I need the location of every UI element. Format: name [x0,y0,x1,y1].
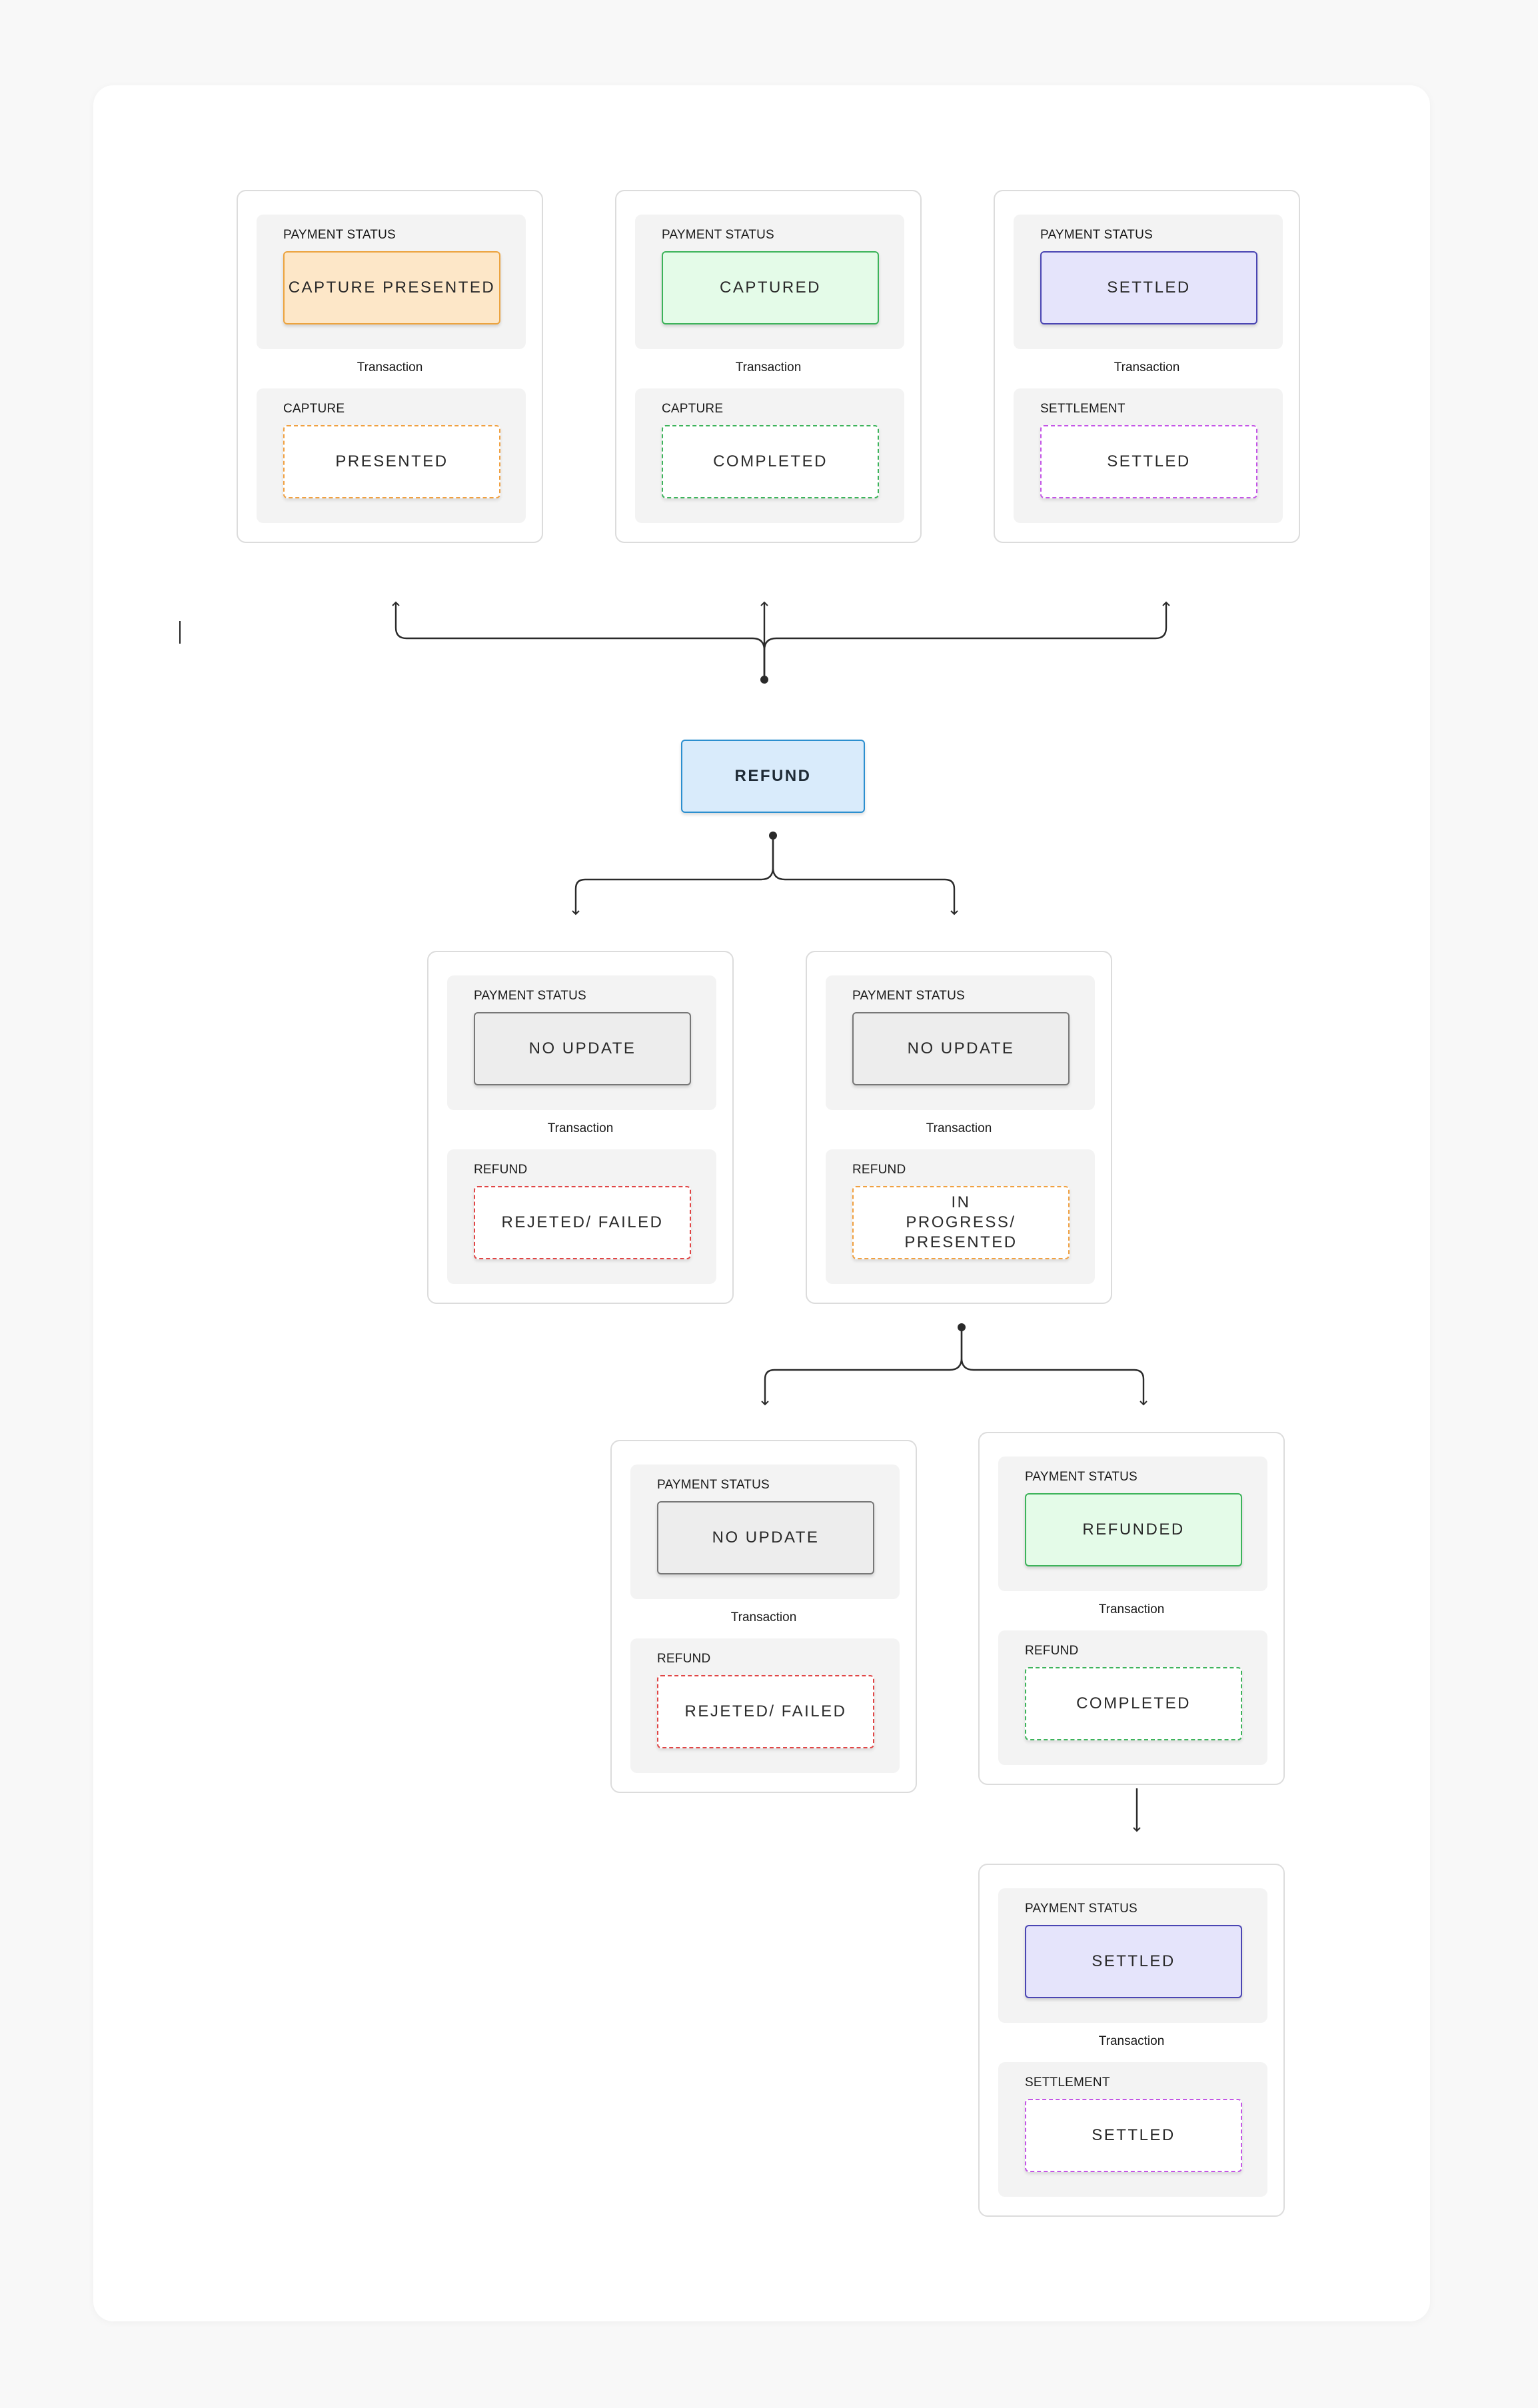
connector-dot-top [760,676,768,684]
capture-status-box[interactable]: COMPLETED [662,425,879,498]
payment-status-panel: PAYMENT STATUS SETTLED [998,1888,1267,2023]
payment-status-label: PAYMENT STATUS [1040,228,1153,242]
payment-status-box[interactable]: CAPTURED [662,251,879,324]
settlement-status-box[interactable]: SETTLED [1025,2099,1242,2172]
refund-label: REFUND [657,1652,711,1666]
payment-status-label: PAYMENT STATUS [1025,1470,1138,1484]
capture-panel: CAPTURE PRESENTED [257,388,526,523]
settlement-label: SETTLEMENT [1025,2076,1110,2090]
connector-refund-left [572,836,774,915]
transaction-label: Transaction [1114,360,1180,374]
connector-progress-left [761,1327,963,1406]
text-cursor [179,621,181,644]
refund-panel: REFUND IN PROGRESS/ PRESENTED [826,1149,1095,1284]
payment-status-label: PAYMENT STATUS [1025,1902,1138,1916]
capture-panel: CAPTURE COMPLETED [635,388,904,523]
connector-progress-right [960,1327,1148,1406]
refund-status-box[interactable]: IN PROGRESS/ PRESENTED [852,1186,1070,1259]
payment-status-label: PAYMENT STATUS [852,989,965,1003]
transaction-label: Transaction [1098,1602,1165,1616]
payment-status-box[interactable]: REFUNDED [1025,1493,1242,1566]
payment-status-box[interactable]: SETTLED [1025,1925,1242,1998]
refund-label: REFUND [852,1163,906,1177]
capture-label: CAPTURE [283,402,345,416]
refund-panel: REFUND REJETED/ FAILED [630,1638,900,1773]
payment-status-label: PAYMENT STATUS [657,1478,770,1492]
transaction-label: Transaction [926,1121,992,1135]
settlement-panel: SETTLEMENT SETTLED [998,2062,1267,2197]
refund-label: REFUND [474,1163,528,1177]
capture-label: CAPTURE [662,402,724,416]
settlement-label: SETTLEMENT [1040,402,1126,416]
connector-to-settled-top [763,601,1170,678]
transaction-label: Transaction [730,1610,797,1624]
payment-status-box[interactable]: SETTLED [1040,251,1257,324]
state-card-refund-rejected[interactable]: PAYMENT STATUS NO UPDATE Transaction REF… [427,951,734,1304]
refund-panel: REFUND REJETED/ FAILED [447,1149,716,1284]
connector-dot-refund [769,832,777,840]
payment-status-panel: PAYMENT STATUS CAPTURE PRESENTED [257,215,526,349]
payment-status-box[interactable]: CAPTURE PRESENTED [283,251,500,324]
connector-to-capture-presented [392,601,766,678]
connector-refund-right [772,836,958,915]
payment-status-box[interactable]: NO UPDATE [852,1012,1070,1085]
transaction-label: Transaction [735,360,802,374]
payment-status-panel: PAYMENT STATUS NO UPDATE [630,1465,900,1599]
transaction-label: Transaction [547,1121,614,1135]
refund-panel: REFUND COMPLETED [998,1630,1267,1765]
state-card-refund-in-progress[interactable]: PAYMENT STATUS NO UPDATE Transaction REF… [806,951,1112,1304]
state-card-settled-top[interactable]: PAYMENT STATUS SETTLED Transaction SETTL… [994,190,1300,543]
settlement-panel: SETTLEMENT SETTLED [1014,388,1283,523]
transaction-label: Transaction [1098,2034,1165,2048]
state-card-captured[interactable]: PAYMENT STATUS CAPTURED Transaction CAPT… [615,190,922,543]
refund-node[interactable]: REFUND [681,740,865,813]
state-card-capture-presented[interactable]: PAYMENT STATUS CAPTURE PRESENTED Transac… [237,190,543,543]
payment-status-box[interactable]: NO UPDATE [474,1012,691,1085]
settlement-status-box[interactable]: SETTLED [1040,425,1257,498]
refund-status-box[interactable]: REJETED/ FAILED [657,1675,874,1748]
refund-status-box[interactable]: REJETED/ FAILED [474,1186,691,1259]
connector-dot-progress [958,1323,966,1331]
payment-status-panel: PAYMENT STATUS SETTLED [1014,215,1283,349]
refund-status-box[interactable]: COMPLETED [1025,1667,1242,1740]
payment-status-panel: PAYMENT STATUS NO UPDATE [826,975,1095,1110]
payment-status-panel: PAYMENT STATUS NO UPDATE [447,975,716,1110]
capture-status-box[interactable]: PRESENTED [283,425,500,498]
state-card-refund-rejected-late[interactable]: PAYMENT STATUS NO UPDATE Transaction REF… [610,1440,917,1793]
payment-status-panel: PAYMENT STATUS CAPTURED [635,215,904,349]
payment-status-panel: PAYMENT STATUS REFUNDED [998,1457,1267,1591]
payment-status-label: PAYMENT STATUS [662,228,774,242]
state-card-settled-bottom[interactable]: PAYMENT STATUS SETTLED Transaction SETTL… [978,1864,1285,2217]
refund-label: REFUND [1025,1644,1079,1658]
payment-status-label: PAYMENT STATUS [283,228,396,242]
transaction-label: Transaction [357,360,423,374]
payment-status-box[interactable]: NO UPDATE [657,1501,874,1574]
state-card-refunded[interactable]: PAYMENT STATUS REFUNDED Transaction REFU… [978,1432,1285,1785]
payment-status-label: PAYMENT STATUS [474,989,586,1003]
